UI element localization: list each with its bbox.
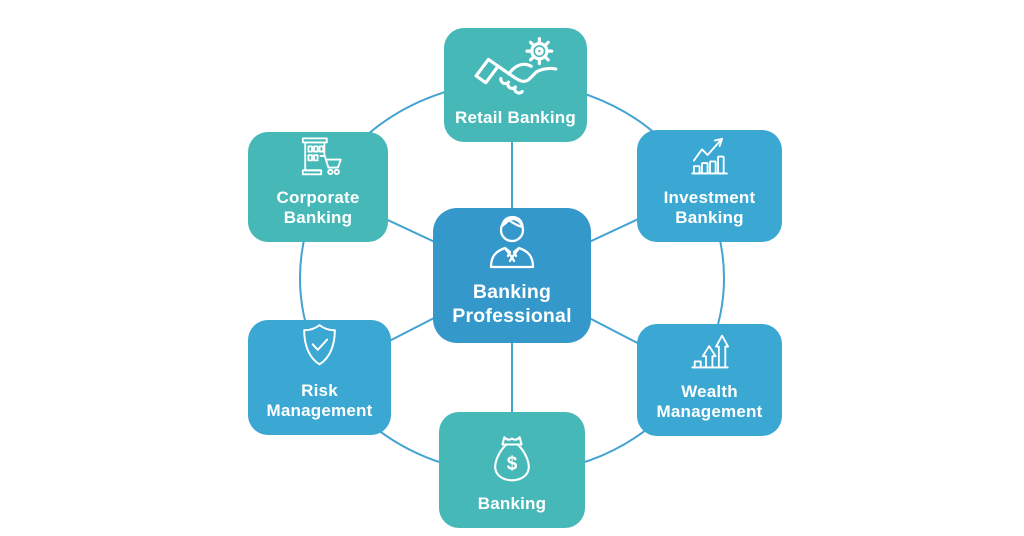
- building-cart-icon: [301, 137, 342, 176]
- node-banking: $ Banking: [439, 412, 585, 528]
- node-label: Wealth Management: [656, 381, 763, 422]
- node-label: Banking: [477, 494, 547, 514]
- node-label: Retail Banking: [455, 108, 576, 128]
- node-label: Corporate Banking: [276, 187, 360, 228]
- rising-arrows-icon: [690, 334, 729, 369]
- money-bag-icon: $: [494, 436, 530, 482]
- handshake-gear-icon: [474, 37, 557, 95]
- node-wealth-management: Wealth Management: [637, 324, 782, 436]
- shield-check-icon: [303, 324, 336, 366]
- node-banking-professional: Banking Professional: [433, 208, 591, 343]
- node-investment-banking: Investment Banking: [637, 130, 782, 242]
- node-label: Investment Banking: [663, 187, 756, 228]
- node-risk-management: Risk Management: [248, 320, 391, 435]
- node-label: Risk Management: [266, 380, 373, 421]
- node-label: Banking Professional: [452, 281, 572, 327]
- node-retail-banking: Retail Banking: [444, 28, 587, 142]
- bar-chart-growth-icon: [690, 137, 728, 175]
- svg-text:$: $: [507, 454, 518, 475]
- node-corporate-banking: Corporate Banking: [248, 132, 388, 242]
- person-icon: [489, 216, 535, 269]
